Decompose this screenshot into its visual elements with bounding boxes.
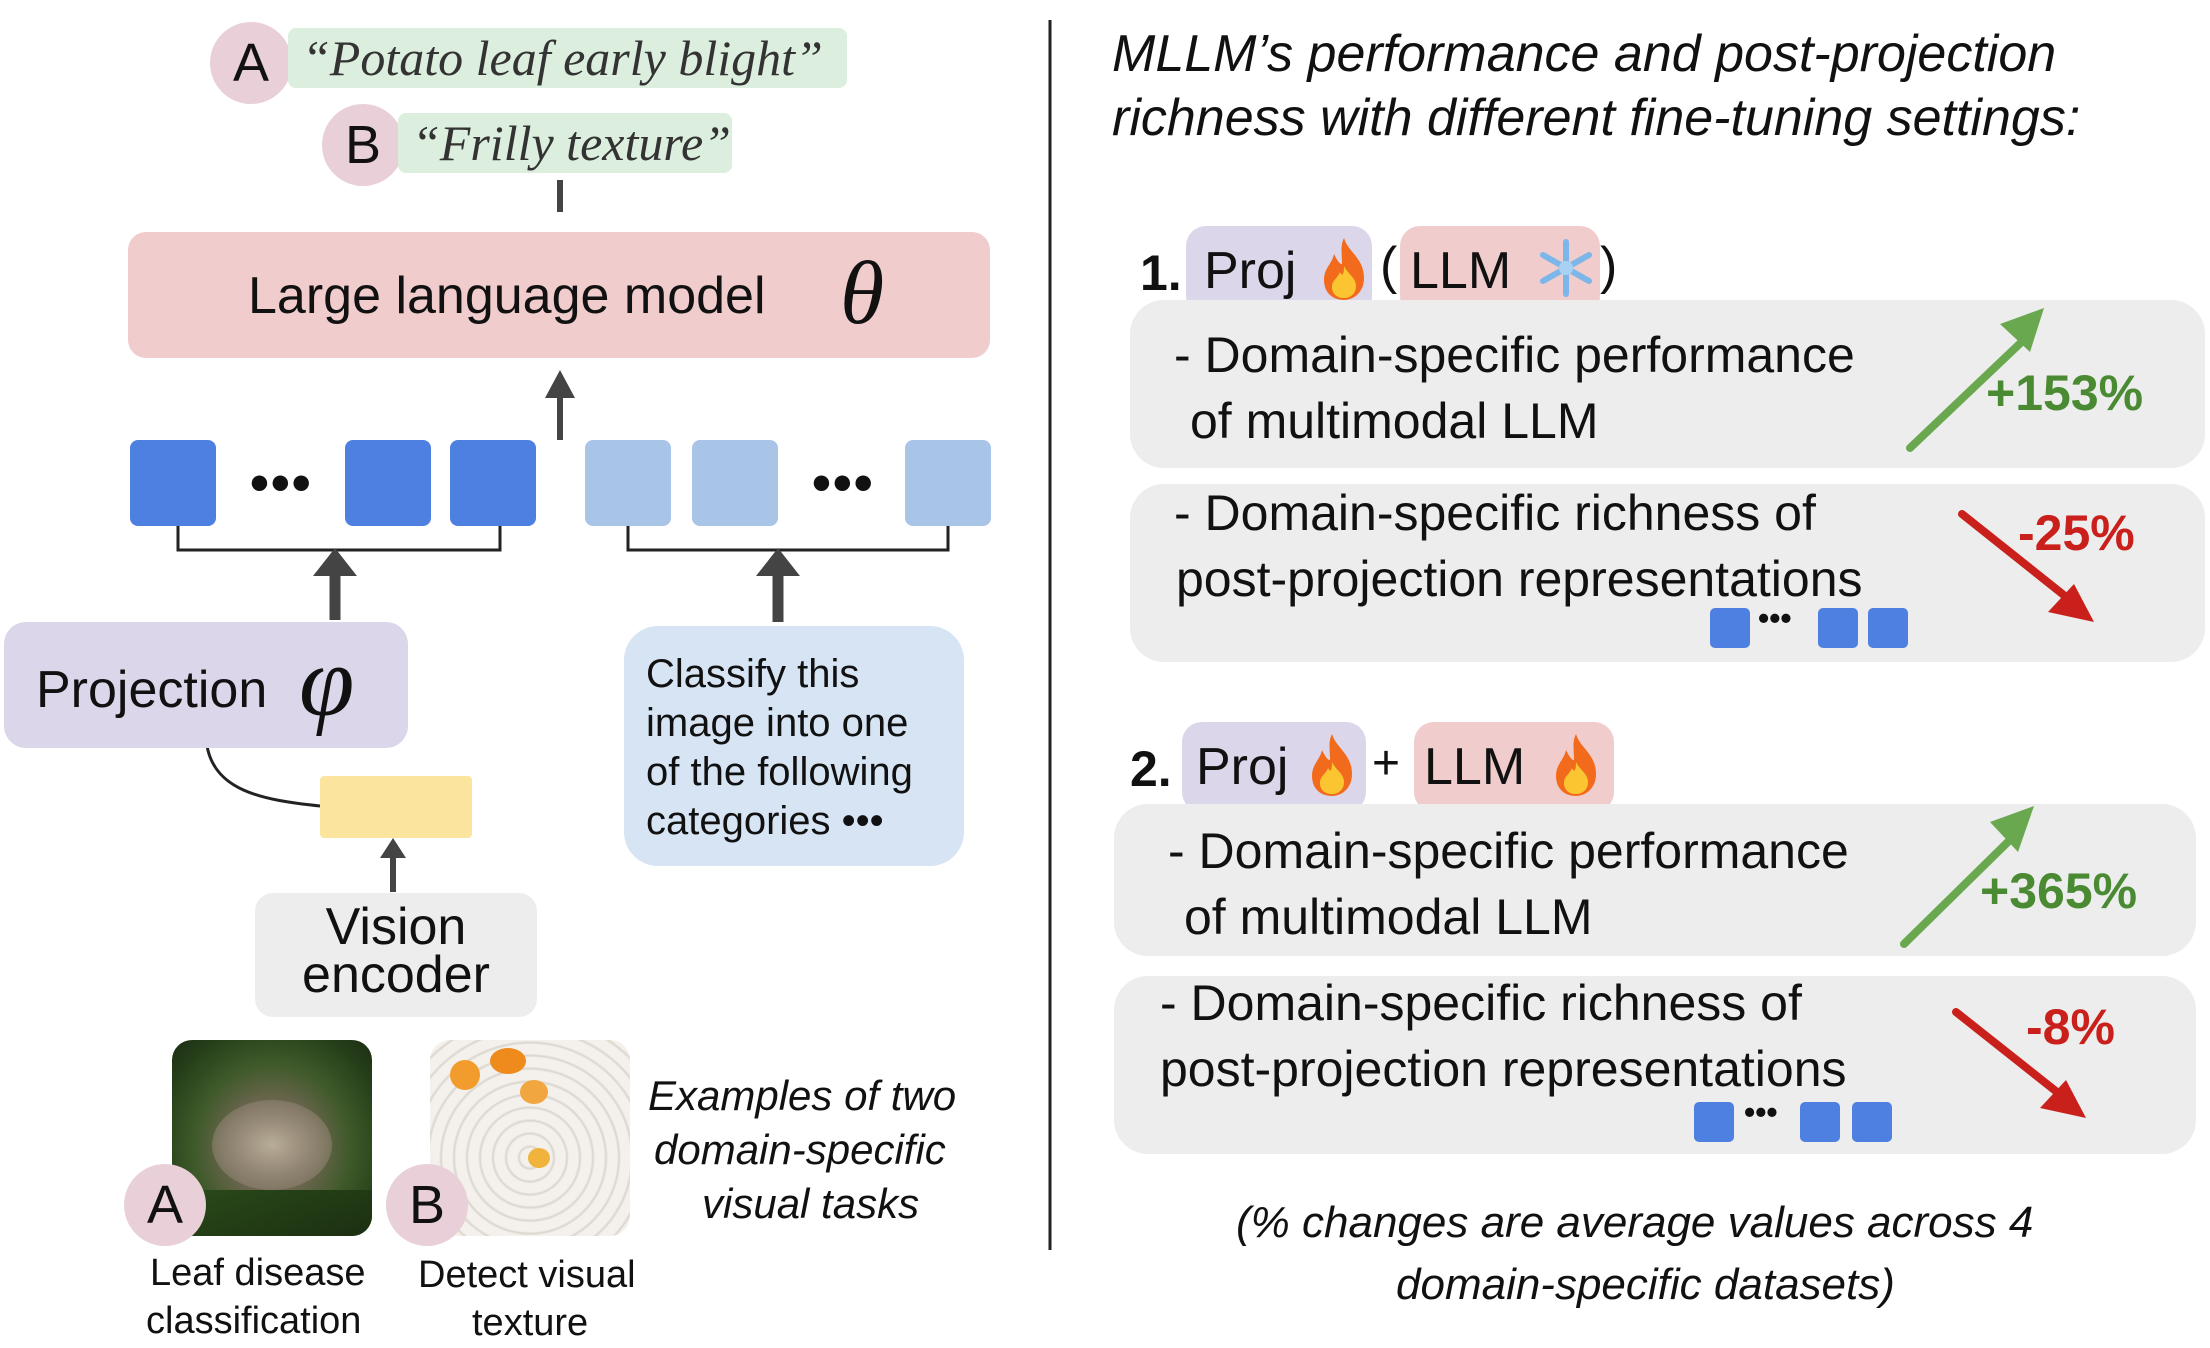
vision-encoder-line1: Vision bbox=[325, 898, 467, 956]
output-a: “Potato leaf early blight” bbox=[288, 28, 847, 88]
representation-token bbox=[1852, 1102, 1892, 1142]
representation-token bbox=[1818, 608, 1858, 648]
representation-token bbox=[1800, 1102, 1840, 1142]
text-token-ellipsis: ••• bbox=[812, 453, 875, 513]
visual-token bbox=[345, 440, 431, 526]
task-b-line1: Detect visual bbox=[418, 1254, 636, 1296]
projection-box: Projection φ bbox=[4, 622, 408, 748]
setting1-rich-line2: post-projection representations bbox=[1176, 551, 1863, 607]
representation-ellipsis: ••• bbox=[1744, 1094, 1778, 1130]
right-title-line2: richness with different fine-tuning sett… bbox=[1112, 89, 2081, 147]
setting2-plus: + bbox=[1372, 737, 1401, 790]
prompt-line: Classify this bbox=[646, 652, 860, 696]
examples-caption-line3: visual tasks bbox=[702, 1180, 920, 1227]
examples-caption-line1: Examples of two bbox=[648, 1072, 957, 1119]
leaf-lesion bbox=[212, 1100, 332, 1190]
setting2-perf-change: +365% bbox=[1980, 863, 2138, 919]
prompt-line: image into one bbox=[646, 701, 909, 745]
task-b-line2: texture bbox=[472, 1302, 589, 1344]
snowflake-icon bbox=[1536, 238, 1596, 298]
setting2-perf-line2: of multimodal LLM bbox=[1184, 889, 1593, 945]
representation-token bbox=[1694, 1102, 1734, 1142]
setting1-open-paren: ( bbox=[1380, 237, 1398, 295]
prompt-bubble: Classify this image into one of the foll… bbox=[624, 626, 964, 866]
visual-token-ellipsis: ••• bbox=[250, 453, 313, 513]
setting1-number: 1. bbox=[1140, 245, 1182, 301]
fire-icon bbox=[1306, 732, 1358, 798]
fire-icon bbox=[1318, 236, 1370, 302]
setting2-llm-label: LLM bbox=[1424, 738, 1526, 796]
fire-icon bbox=[1550, 732, 1602, 798]
prompt-line: of the following bbox=[646, 750, 913, 794]
representation-token bbox=[1710, 608, 1750, 648]
setting2-proj-label: Proj bbox=[1196, 738, 1289, 796]
setting1-rich-line1: - Domain-specific richness of bbox=[1174, 485, 1816, 541]
setting1-perf-change: +153% bbox=[1986, 365, 2144, 421]
texture-flower bbox=[490, 1048, 526, 1074]
texture-flower bbox=[520, 1080, 548, 1104]
setting1-llm-label: LLM bbox=[1410, 242, 1512, 300]
setting1-perf-line1: - Domain-specific performance bbox=[1174, 327, 1855, 383]
visual-token bbox=[130, 440, 216, 526]
setting1-rich-change: -25% bbox=[2018, 505, 2135, 561]
setting2-perf-line1: - Domain-specific performance bbox=[1168, 823, 1849, 879]
texture-flower bbox=[450, 1060, 480, 1090]
setting2-rich-change: -8% bbox=[2026, 999, 2115, 1055]
representation-ellipsis: ••• bbox=[1758, 600, 1792, 636]
texture-flower bbox=[528, 1148, 550, 1168]
output-b: “Frilly texture” bbox=[398, 113, 732, 173]
footnote-line1: (% changes are average values across 4 bbox=[1236, 1198, 2034, 1247]
label-a: A bbox=[210, 22, 292, 104]
visual-token bbox=[450, 440, 536, 526]
text-token bbox=[905, 440, 991, 526]
setting1-perf-line2: of multimodal LLM bbox=[1190, 393, 1599, 449]
leaf-image bbox=[172, 1040, 372, 1236]
setting1-proj-label: Proj bbox=[1204, 242, 1297, 300]
task-a-line2: classification bbox=[146, 1300, 362, 1342]
right-title-line1: MLLM’s performance and post-projection bbox=[1112, 25, 2057, 83]
representation-token bbox=[1868, 608, 1908, 648]
setting2-rich-line1: - Domain-specific richness of bbox=[1160, 975, 1802, 1031]
setting1-close-paren: ) bbox=[1600, 237, 1618, 295]
llm-box: Large language model θ bbox=[128, 232, 990, 358]
vision-token bbox=[320, 776, 472, 838]
text-token bbox=[692, 440, 778, 526]
vision-encoder-line2: encoder bbox=[302, 946, 490, 1004]
vision-encoder-box: Vision encoder bbox=[255, 893, 537, 1017]
llm-theta: θ bbox=[840, 244, 885, 343]
llm-label: Large language model bbox=[248, 267, 766, 325]
label-b: B bbox=[322, 104, 404, 186]
label-a: A bbox=[124, 1164, 206, 1246]
projection-label: Projection bbox=[36, 661, 268, 719]
setting2-rich-line2: post-projection representations bbox=[1160, 1041, 1847, 1097]
footnote-line2: domain-specific datasets) bbox=[1396, 1260, 1895, 1309]
setting1-rich-panel bbox=[1130, 484, 2205, 662]
prompt-line: categories ••• bbox=[646, 799, 884, 843]
projection-phi: φ bbox=[299, 626, 355, 737]
setting2-rich-panel bbox=[1114, 976, 2196, 1154]
task-a-line1: Leaf disease bbox=[150, 1252, 366, 1294]
examples-caption-line2: domain-specific bbox=[654, 1126, 946, 1173]
text-token bbox=[585, 440, 671, 526]
setting2-number: 2. bbox=[1130, 741, 1172, 797]
label-b: B bbox=[386, 1164, 468, 1246]
